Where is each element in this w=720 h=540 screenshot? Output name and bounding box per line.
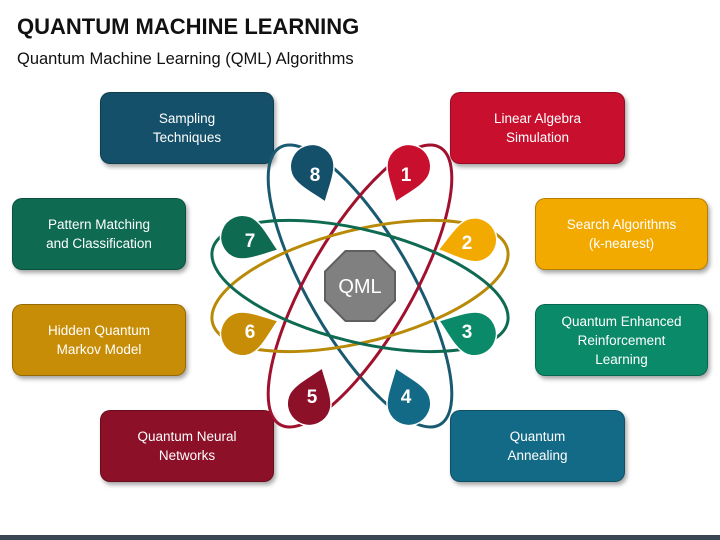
item-label-3: Quantum Enhanced Reinforcement Learning	[561, 313, 682, 367]
center-node: QML	[324, 250, 396, 322]
item-box-7[interactable]: Pattern Matching and Classification	[12, 198, 186, 270]
marker-number: 8	[310, 165, 321, 186]
marker-number: 3	[462, 322, 473, 343]
item-box-5[interactable]: Quantum Neural Networks	[100, 410, 274, 482]
item-box-3[interactable]: Quantum Enhanced Reinforcement Learning	[535, 304, 708, 376]
teardrop-shape	[289, 143, 335, 204]
number-marker-5: 5	[286, 366, 332, 427]
marker-number: 2	[462, 233, 473, 254]
orbits	[210, 143, 510, 429]
item-label-8: Sampling Techniques	[152, 111, 222, 145]
orbit-ring-a	[266, 143, 454, 429]
item-label-5: Quantum Neural Networks	[137, 429, 237, 463]
number-marker-8: 8	[289, 143, 335, 204]
item-label-4: Quantum Annealing	[507, 429, 568, 463]
page-subtitle: Quantum Machine Learning (QML) Algorithm…	[17, 50, 354, 68]
teardrop-shape	[437, 311, 498, 357]
number-marker-7: 7	[219, 214, 280, 260]
center-label: QML	[338, 276, 381, 298]
teardrop-shape	[219, 311, 280, 357]
number-markers: 1 2 3 4 5 6 7 8	[219, 143, 498, 427]
item-label-1: Linear Algebra Simulation	[493, 111, 582, 145]
orbit-ring-c	[210, 218, 510, 354]
item-label-6: Hidden Quantum Markov Model	[47, 323, 151, 357]
teardrop-shape	[219, 214, 280, 260]
teardrop-shape	[436, 217, 498, 263]
marker-number: 7	[245, 231, 256, 252]
center-octagon	[324, 250, 396, 322]
teardrop-shape	[286, 366, 332, 427]
item-box-8[interactable]: Sampling Techniques	[100, 92, 274, 164]
number-marker-6: 6	[219, 311, 280, 357]
item-label-2: Search Algorithms (k-nearest)	[566, 217, 677, 251]
number-marker-2: 2	[436, 217, 498, 263]
number-marker-1: 1	[386, 143, 432, 204]
orbit-ring-d	[210, 218, 510, 354]
number-marker-3: 3	[437, 311, 498, 357]
item-box-4[interactable]: Quantum Annealing	[450, 410, 625, 482]
marker-number: 6	[245, 322, 256, 343]
teardrop-shape	[386, 366, 432, 427]
orbit-ring-b	[266, 143, 454, 429]
item-box-2[interactable]: Search Algorithms (k-nearest)	[535, 198, 708, 270]
teardrop-shape	[386, 143, 432, 204]
item-box-1[interactable]: Linear Algebra Simulation	[450, 92, 625, 164]
marker-number: 5	[307, 387, 318, 408]
marker-number: 1	[401, 165, 412, 186]
marker-number: 4	[401, 387, 412, 408]
page-title: QUANTUM MACHINE LEARNING	[17, 14, 360, 39]
item-box-6[interactable]: Hidden Quantum Markov Model	[12, 304, 186, 376]
footer-bar	[0, 535, 720, 540]
item-label-7: Pattern Matching and Classification	[46, 217, 152, 251]
number-marker-4: 4	[386, 366, 432, 427]
